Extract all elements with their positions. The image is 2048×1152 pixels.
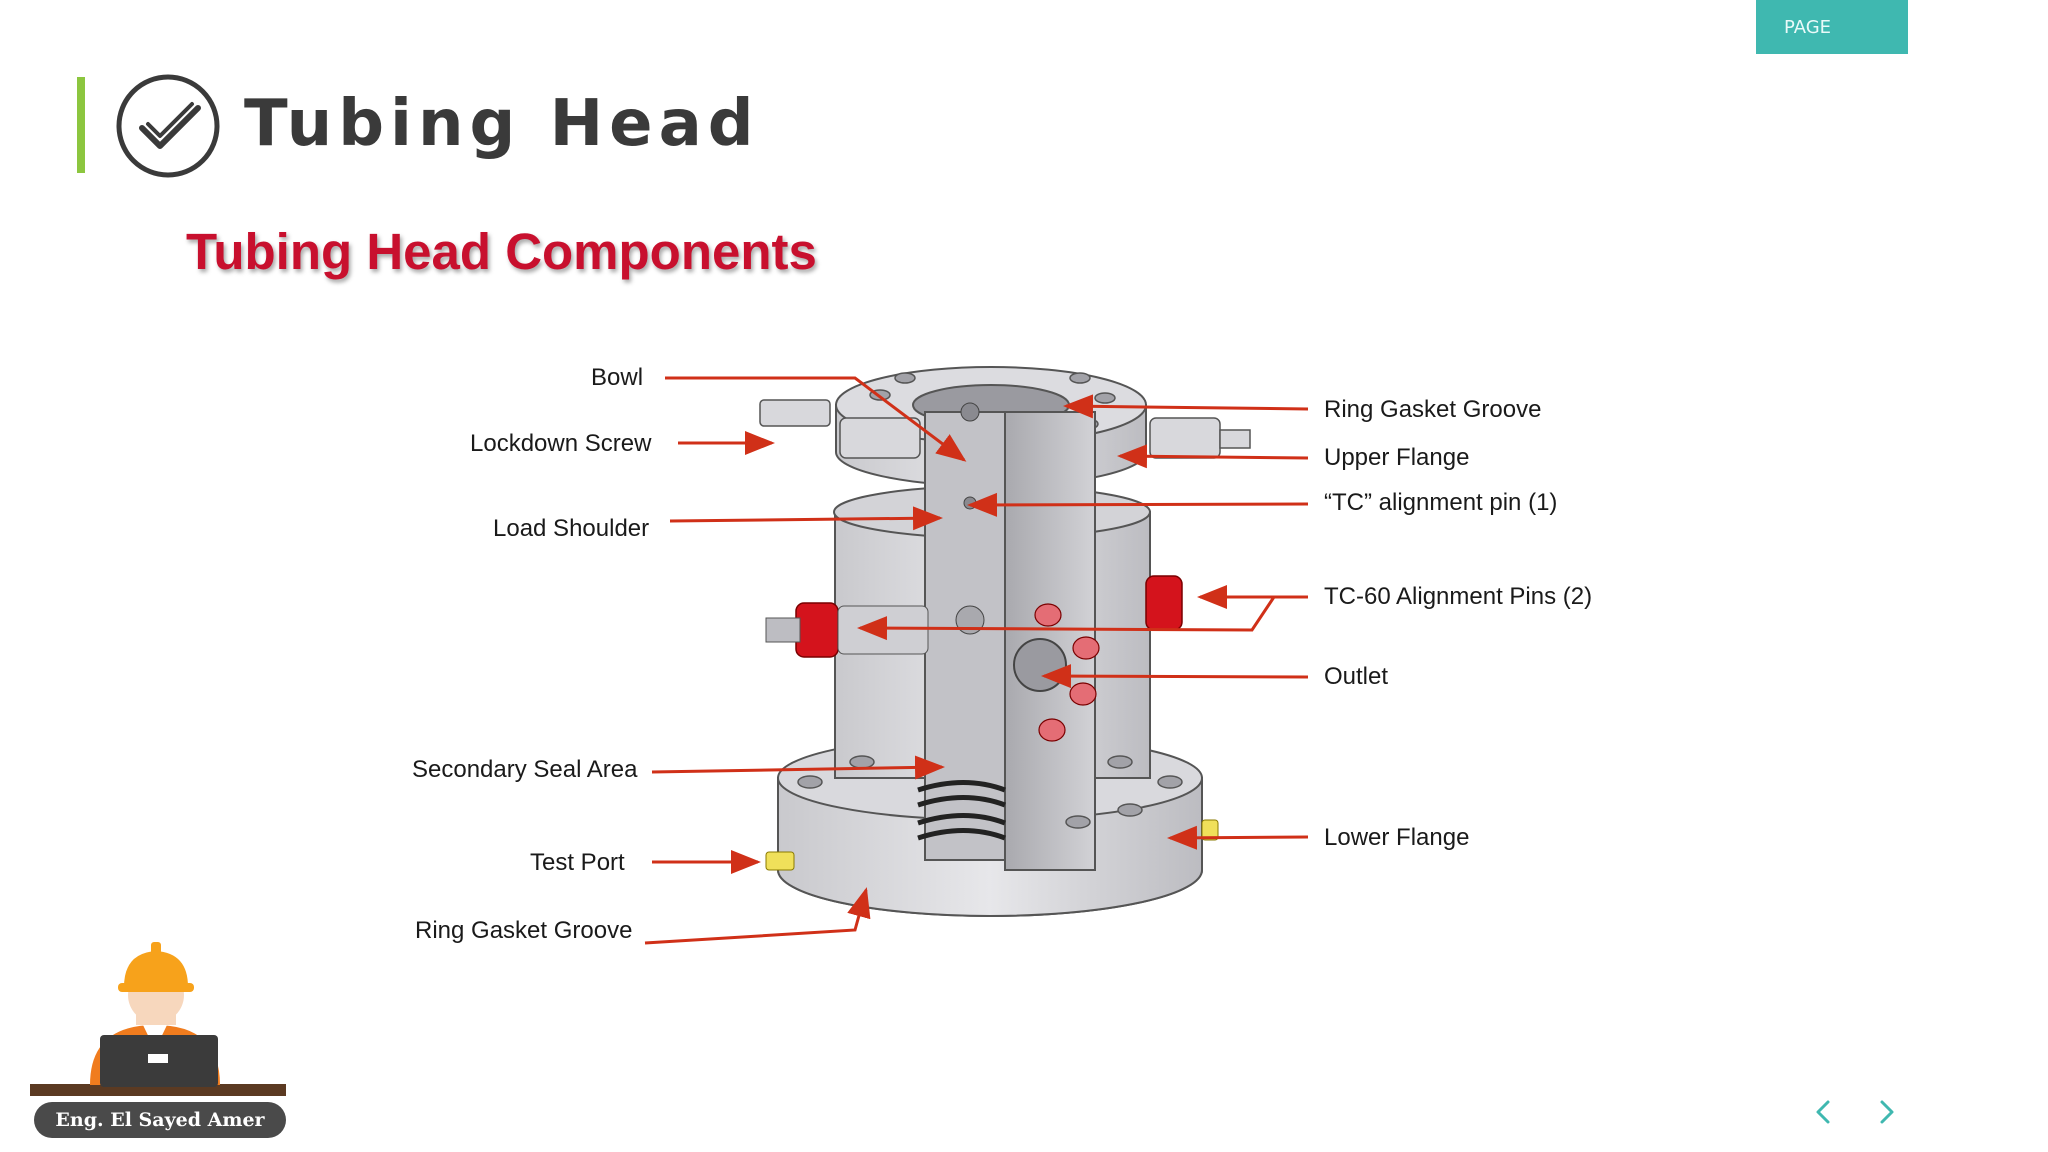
label-load-shoulder: Load Shoulder <box>493 515 650 542</box>
pointer-ring-gasket-lower <box>644 887 871 945</box>
pointer-ring-gasket-upper <box>1063 394 1309 419</box>
label-lower-flange: Lower Flange <box>1324 824 1470 851</box>
label-secondary-seal-area: Secondary Seal Area <box>412 756 638 783</box>
pointer-upper-flange <box>1117 444 1309 469</box>
pointer-load-shoulder <box>669 506 943 531</box>
pointer-bowl <box>665 376 967 462</box>
page-title: Tubing Head <box>244 87 760 161</box>
chevron-left-icon[interactable] <box>1806 1094 1842 1130</box>
label-bowl: Bowl <box>591 364 644 391</box>
pointer-tc-pin <box>967 492 1309 517</box>
section-subtitle: Tubing Head Components <box>186 223 817 280</box>
pointer-secondary-seal <box>651 755 945 780</box>
page-tab: PAGE <box>1756 0 1908 54</box>
check-circle-icon <box>116 74 220 178</box>
tubing-head-illustration <box>759 366 1251 917</box>
label-tc-alignment-pin: “TC” alignment pin (1) <box>1324 489 1558 516</box>
label-ring-gasket-groove-lower: Ring Gasket Groove <box>415 917 633 944</box>
label-ring-gasket-groove-upper: Ring Gasket Groove <box>1324 396 1542 423</box>
engineer-avatar <box>30 942 286 1096</box>
label-lockdown-screw: Lockdown Screw <box>470 430 652 457</box>
chevron-right-icon[interactable] <box>1868 1094 1904 1130</box>
pointer-outlet <box>1041 664 1309 689</box>
label-upper-flange: Upper Flange <box>1324 444 1470 471</box>
pointer-tc60-pins-2 <box>857 596 1276 641</box>
label-test-port: Test Port <box>530 849 625 876</box>
pointer-lower-flange <box>1167 825 1309 850</box>
label-outlet: Outlet <box>1324 663 1389 690</box>
accent-bar <box>77 77 85 173</box>
label-tc60-alignment-pins: TC-60 Alignment Pins (2) <box>1324 583 1593 610</box>
author-credit-badge: Eng. El Sayed Amer <box>34 1102 286 1138</box>
